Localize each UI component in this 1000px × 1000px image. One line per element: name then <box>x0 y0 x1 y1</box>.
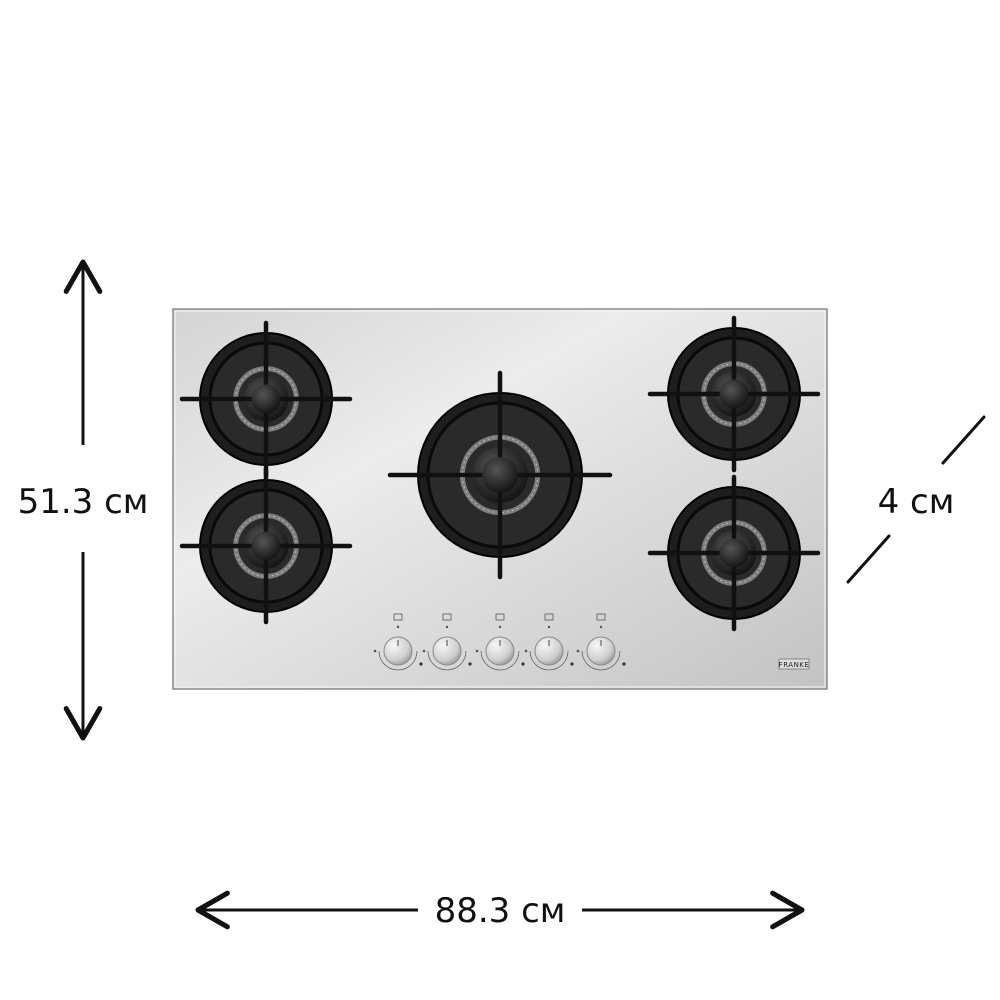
burner-cap-center <box>719 538 749 568</box>
height-label: 51.3 см <box>18 482 149 522</box>
control-knobs <box>373 613 626 671</box>
knob-3[interactable] <box>475 613 525 671</box>
brand-badge: FRANKE <box>778 658 810 670</box>
burner-2 <box>179 467 353 625</box>
knob-max-mark <box>521 662 525 666</box>
burner-1 <box>179 320 353 478</box>
knob-position-dot <box>396 625 400 629</box>
knob-off-mark <box>576 649 580 653</box>
knob-max-mark <box>468 662 472 666</box>
knob-off-mark <box>373 649 377 653</box>
knob-body[interactable] <box>485 636 515 666</box>
burner-4 <box>647 315 821 473</box>
depth-line-top <box>941 415 986 465</box>
depth-line-bottom <box>846 534 891 584</box>
width-dimension: 88.3 см <box>195 890 805 931</box>
knob-burner-indicator-icon <box>393 613 403 621</box>
knob-scale-arc <box>427 650 467 671</box>
knob-scale-arc <box>581 650 621 671</box>
knob-max-mark <box>570 662 574 666</box>
burner-cap-center <box>251 384 281 414</box>
knob-body[interactable] <box>586 636 616 666</box>
depth-label: 4 см <box>878 482 955 522</box>
knob-off-mark <box>475 649 479 653</box>
burner-cap-center <box>481 456 519 494</box>
knob-5[interactable] <box>576 613 626 671</box>
knob-off-mark <box>422 649 426 653</box>
knob-body[interactable] <box>534 636 564 666</box>
knob-scale-arc <box>480 650 520 671</box>
knob-body[interactable] <box>432 636 462 666</box>
brand-logo-text: FRANKE <box>779 661 810 669</box>
knob-4[interactable] <box>524 613 574 671</box>
burner-cap-center <box>719 379 749 409</box>
height-dimension: 51.3 см <box>18 259 149 741</box>
width-label: 88.3 см <box>435 891 566 931</box>
knob-burner-indicator-icon <box>544 613 554 621</box>
brand-badge-frame <box>778 658 810 670</box>
knob-2[interactable] <box>422 613 472 671</box>
burner-3 <box>387 370 613 580</box>
knob-body[interactable] <box>383 636 413 666</box>
knob-scale-arc <box>529 650 569 671</box>
burner-cap-center <box>251 531 281 561</box>
knob-position-dot <box>547 625 551 629</box>
gas-hob: FRANKE <box>172 308 828 690</box>
knob-scale-arc <box>378 650 418 671</box>
knob-max-mark <box>622 662 626 666</box>
knob-off-mark <box>524 649 528 653</box>
burner-5 <box>647 474 821 632</box>
knob-max-mark <box>419 662 423 666</box>
knob-burner-indicator-icon <box>596 613 606 621</box>
knob-position-dot <box>498 625 502 629</box>
hob-plate-edge <box>174 310 826 688</box>
depth-dimension: 4 см <box>846 415 986 584</box>
knob-burner-indicator-icon <box>495 613 505 621</box>
knob-1[interactable] <box>373 613 423 671</box>
knob-position-dot <box>599 625 603 629</box>
knob-burner-indicator-icon <box>442 613 452 621</box>
burners <box>179 315 821 632</box>
knob-position-dot <box>445 625 449 629</box>
